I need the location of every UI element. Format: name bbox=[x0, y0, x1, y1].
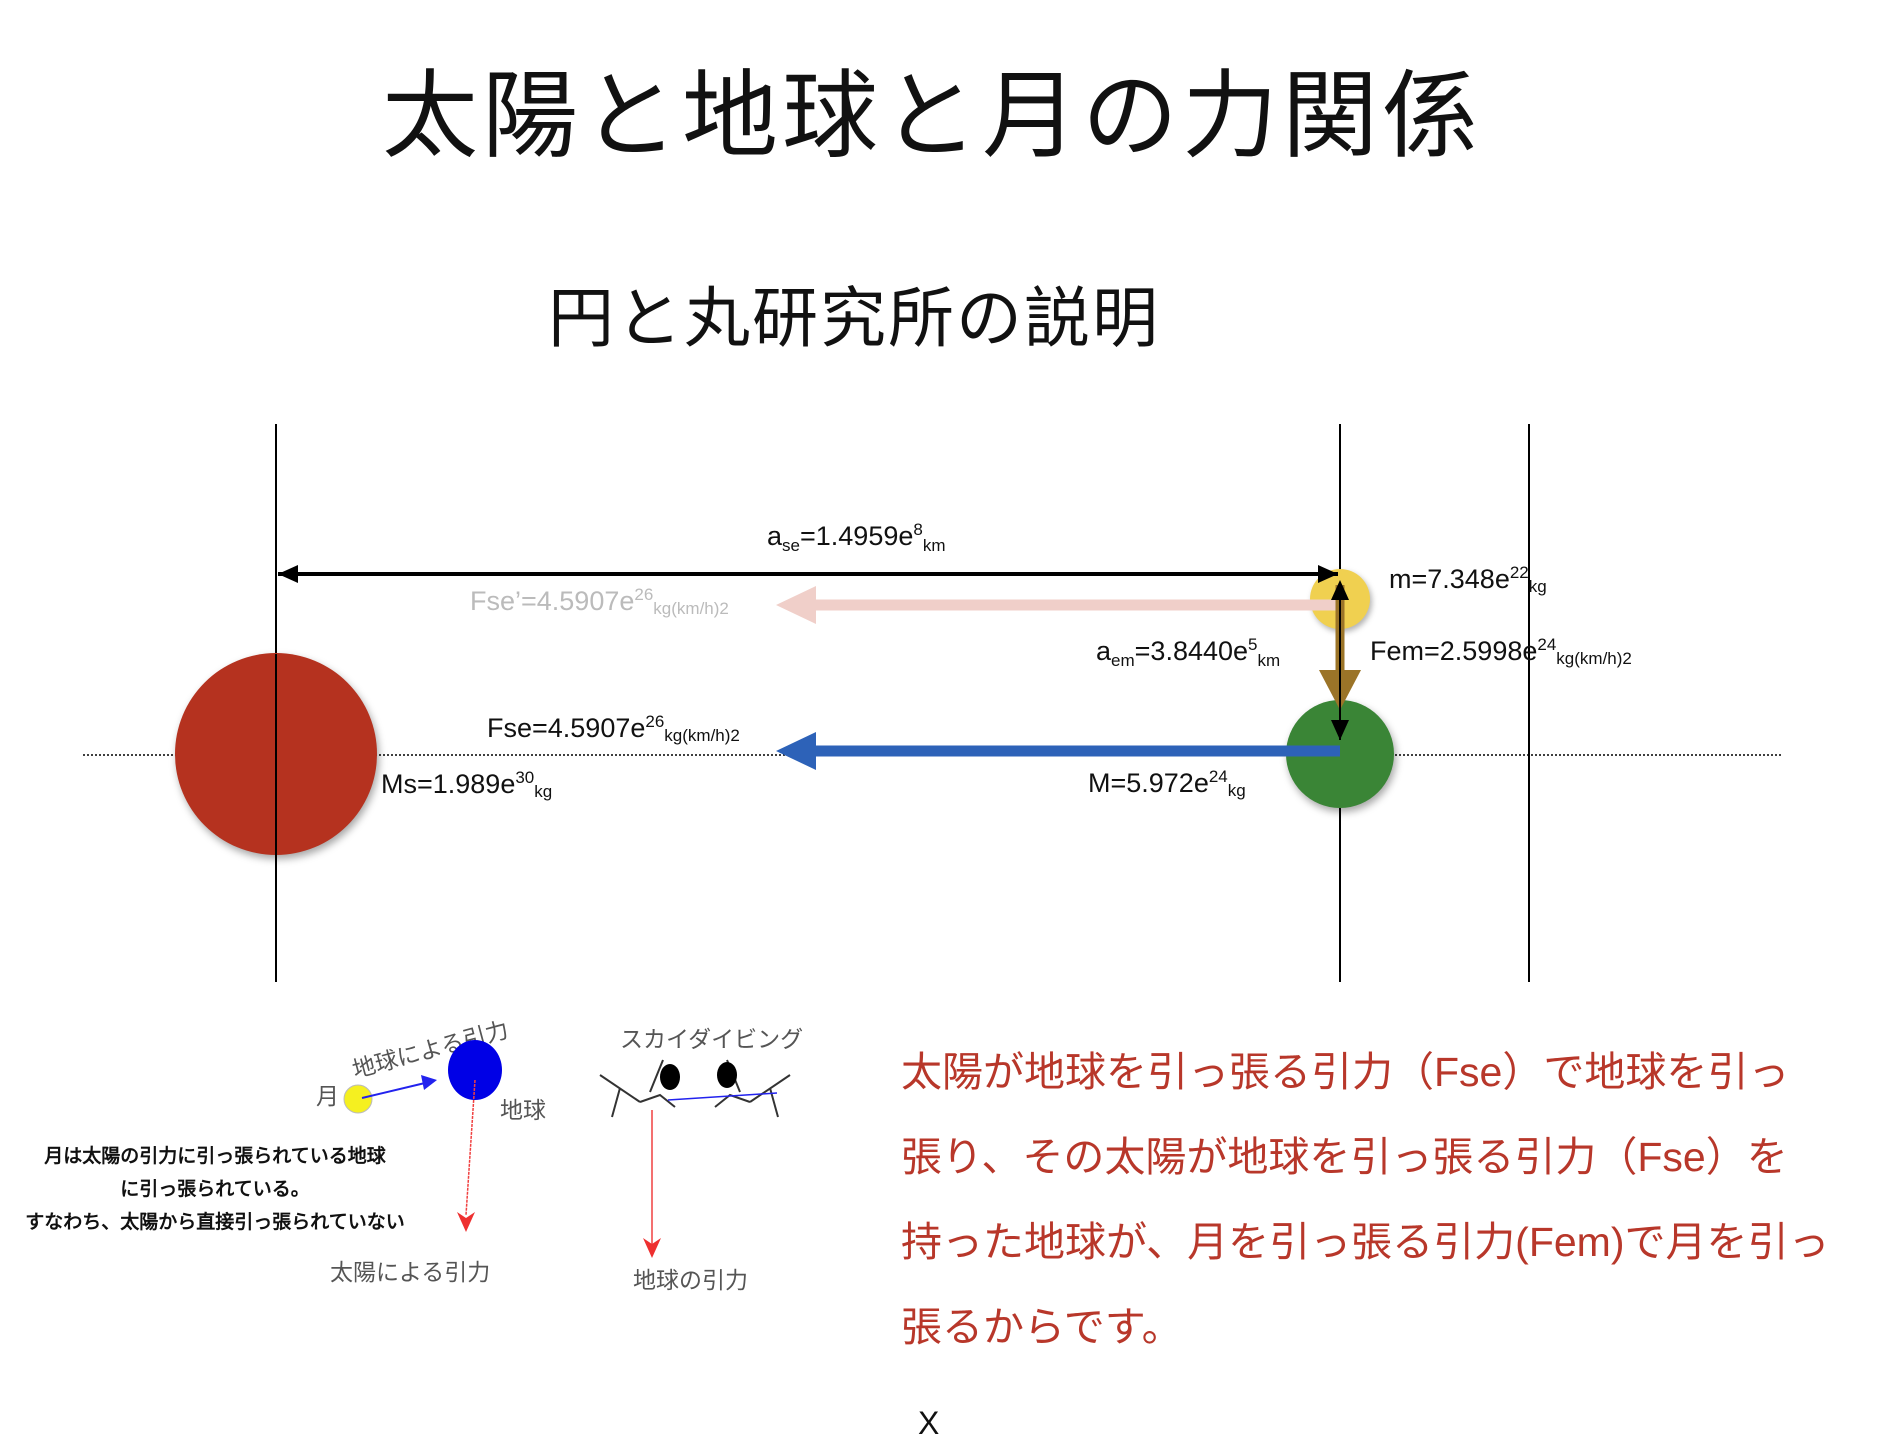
ase-label: ase=1.4959e8km bbox=[767, 520, 946, 555]
fem-label: Fem=2.5998e24kg(km/h)2 bbox=[1370, 635, 1632, 668]
earth-gravity-label: 地球の引力 bbox=[633, 1267, 748, 1293]
fse-prime-label: Fse’=4.5907e26kg(km/h)2 bbox=[470, 585, 729, 618]
fse-arrowhead bbox=[776, 732, 816, 770]
explanation-paragraph: 太陽が地球を引っ張る引力（Fse）で地球を引っ 張り、その太陽が地球を引っ張る引… bbox=[901, 1030, 1900, 1370]
small-moon-icon bbox=[343, 1084, 373, 1114]
note-text: 月は太陽の引力に引っ張られている地球 に引っ張られている。 すなわち、太陽から直… bbox=[0, 1141, 430, 1234]
skydivers-attraction-arrow bbox=[667, 1092, 778, 1101]
earth-mass-label: M=5.972e24kg bbox=[1088, 767, 1246, 800]
paragraph-line: 張るからです。 bbox=[901, 1304, 1183, 1350]
fse-prime-arrowhead bbox=[776, 586, 816, 624]
note-line: 月は太陽の引力に引っ張られている地球 bbox=[44, 1146, 386, 1167]
earth-label: 地球 bbox=[500, 1097, 546, 1123]
footer-mark: X bbox=[918, 1405, 940, 1441]
paragraph-line: 張り、その太陽が地球を引っ張る引力（Fse）を bbox=[901, 1134, 1788, 1180]
moon-label: 月 bbox=[316, 1083, 339, 1109]
skydiver-figures bbox=[599, 1059, 791, 1118]
aem-label: aem=3.8440e5km bbox=[1096, 635, 1280, 670]
moon-to-earth-arrow bbox=[361, 1082, 426, 1099]
small-earth-icon bbox=[448, 1040, 502, 1100]
subtitle: 円と丸研究所の説明 bbox=[548, 281, 1160, 355]
sun-mass-label: Ms=1.989e30kg bbox=[381, 768, 552, 801]
sun-pull-arrow bbox=[465, 1079, 476, 1216]
note-line: すなわち、太陽から直接引っ張られていない bbox=[25, 1212, 405, 1233]
aem-arrowhead-top bbox=[1331, 580, 1349, 600]
fse-label: Fse=4.5907e26kg(km/h)2 bbox=[487, 712, 740, 745]
moon-mass-label: m=7.348e22kg bbox=[1389, 563, 1547, 596]
skydiving-illustration: スカイダイビング 地球の引力 bbox=[599, 1026, 803, 1293]
sun-pull-label: 太陽による引力 bbox=[330, 1259, 490, 1285]
paragraph-line: 太陽が地球を引っ張る引力（Fse）で地球を引っ bbox=[901, 1049, 1790, 1095]
page-title: 太陽と地球と月の力関係 bbox=[382, 63, 1482, 170]
paragraph-line: 持った地球が、月を引っ張る引力(Fem)で月を引っ bbox=[901, 1219, 1830, 1265]
note-line: に引っ張られている。 bbox=[120, 1179, 310, 1200]
skydiving-label: スカイダイビング bbox=[620, 1026, 803, 1052]
